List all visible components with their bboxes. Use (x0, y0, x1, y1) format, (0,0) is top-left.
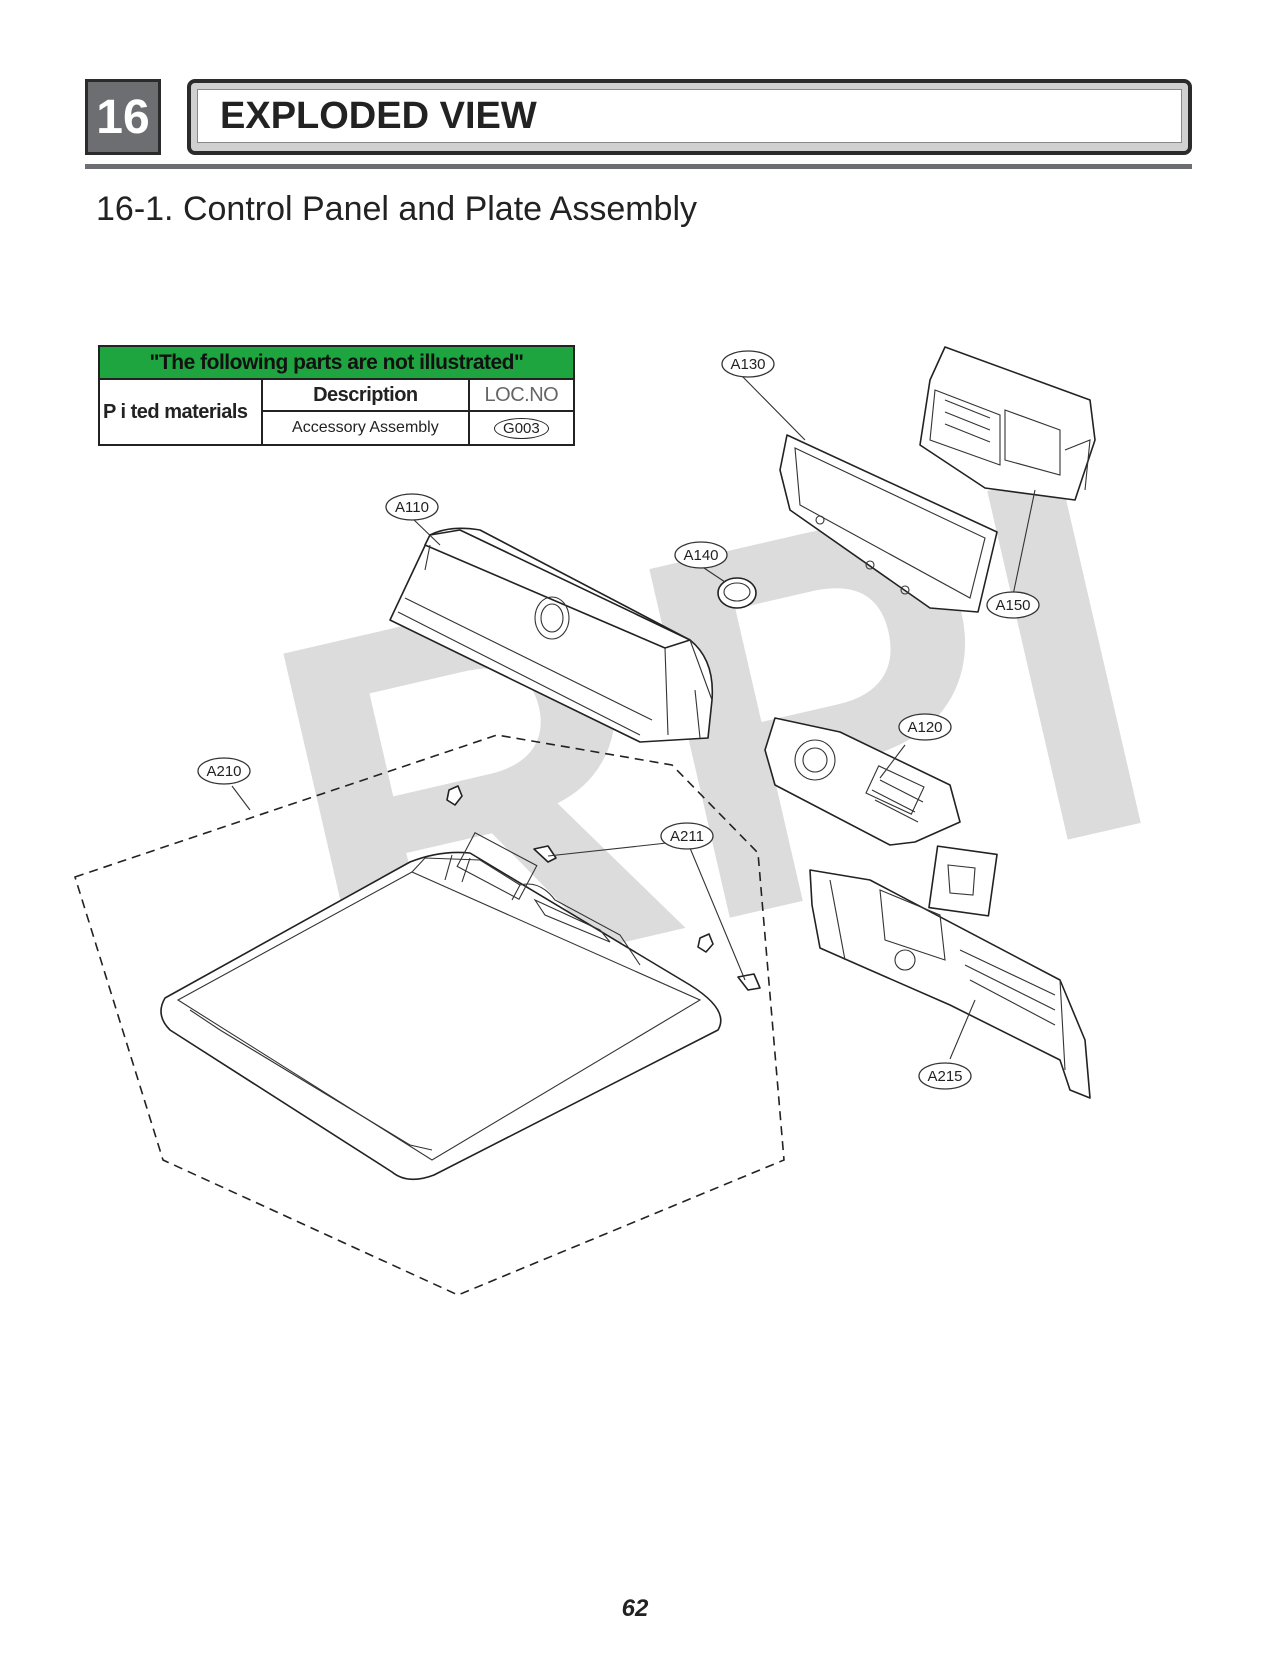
callout-a215: A215 (918, 1062, 972, 1090)
page-number: 62 (621, 1595, 649, 1622)
not-illustrated-table: "The following parts are not illustrated… (98, 345, 576, 446)
rear-panel (809, 845, 1091, 1099)
control-panel-frame (389, 527, 714, 743)
part-loc-number: G003 (494, 417, 549, 439)
svg-text:A150: A150 (995, 597, 1030, 614)
callout-a120: A120 (898, 713, 952, 741)
chapter-title-frame: EXPLODED VIEW (187, 79, 1192, 155)
hinge-clip (446, 785, 761, 991)
callout-a130: A130 (721, 350, 775, 378)
svg-text:A140: A140 (683, 547, 718, 564)
svg-text:A210: A210 (206, 763, 241, 780)
svg-text:A215: A215 (927, 1068, 962, 1085)
callout-a210: A210 (197, 757, 251, 785)
section-title: 16-1. Control Panel and Plate Assembly (96, 190, 698, 228)
chapter-title: EXPLODED VIEW (197, 89, 1182, 143)
svg-text:A211: A211 (670, 828, 704, 845)
not-illustrated-header: "The following parts are not illustrated… (98, 345, 575, 380)
svg-text:A110: A110 (395, 499, 429, 516)
display-cover (779, 434, 998, 613)
callout-a110: A110 (385, 493, 439, 521)
row-label: P i ted materials (98, 378, 263, 446)
svg-text:A130: A130 (730, 356, 765, 373)
description-column-header: Description (261, 378, 470, 412)
pcb-assembly (764, 717, 961, 846)
callout-a150: A150 (986, 591, 1040, 619)
part-description: Accessory Assembly (261, 410, 470, 446)
part-loc-cell: G003 (467, 410, 576, 446)
loc-column-header: LOC.NO (467, 378, 576, 412)
callout-a140: A140 (674, 541, 728, 569)
svg-text:A120: A120 (907, 719, 942, 736)
header-rule (85, 164, 1192, 169)
control-knob (717, 577, 757, 609)
top-plate (160, 832, 722, 1181)
display-housing (919, 346, 1096, 501)
callout-a211: A211 (660, 822, 714, 850)
chapter-number: 16 (85, 79, 161, 155)
